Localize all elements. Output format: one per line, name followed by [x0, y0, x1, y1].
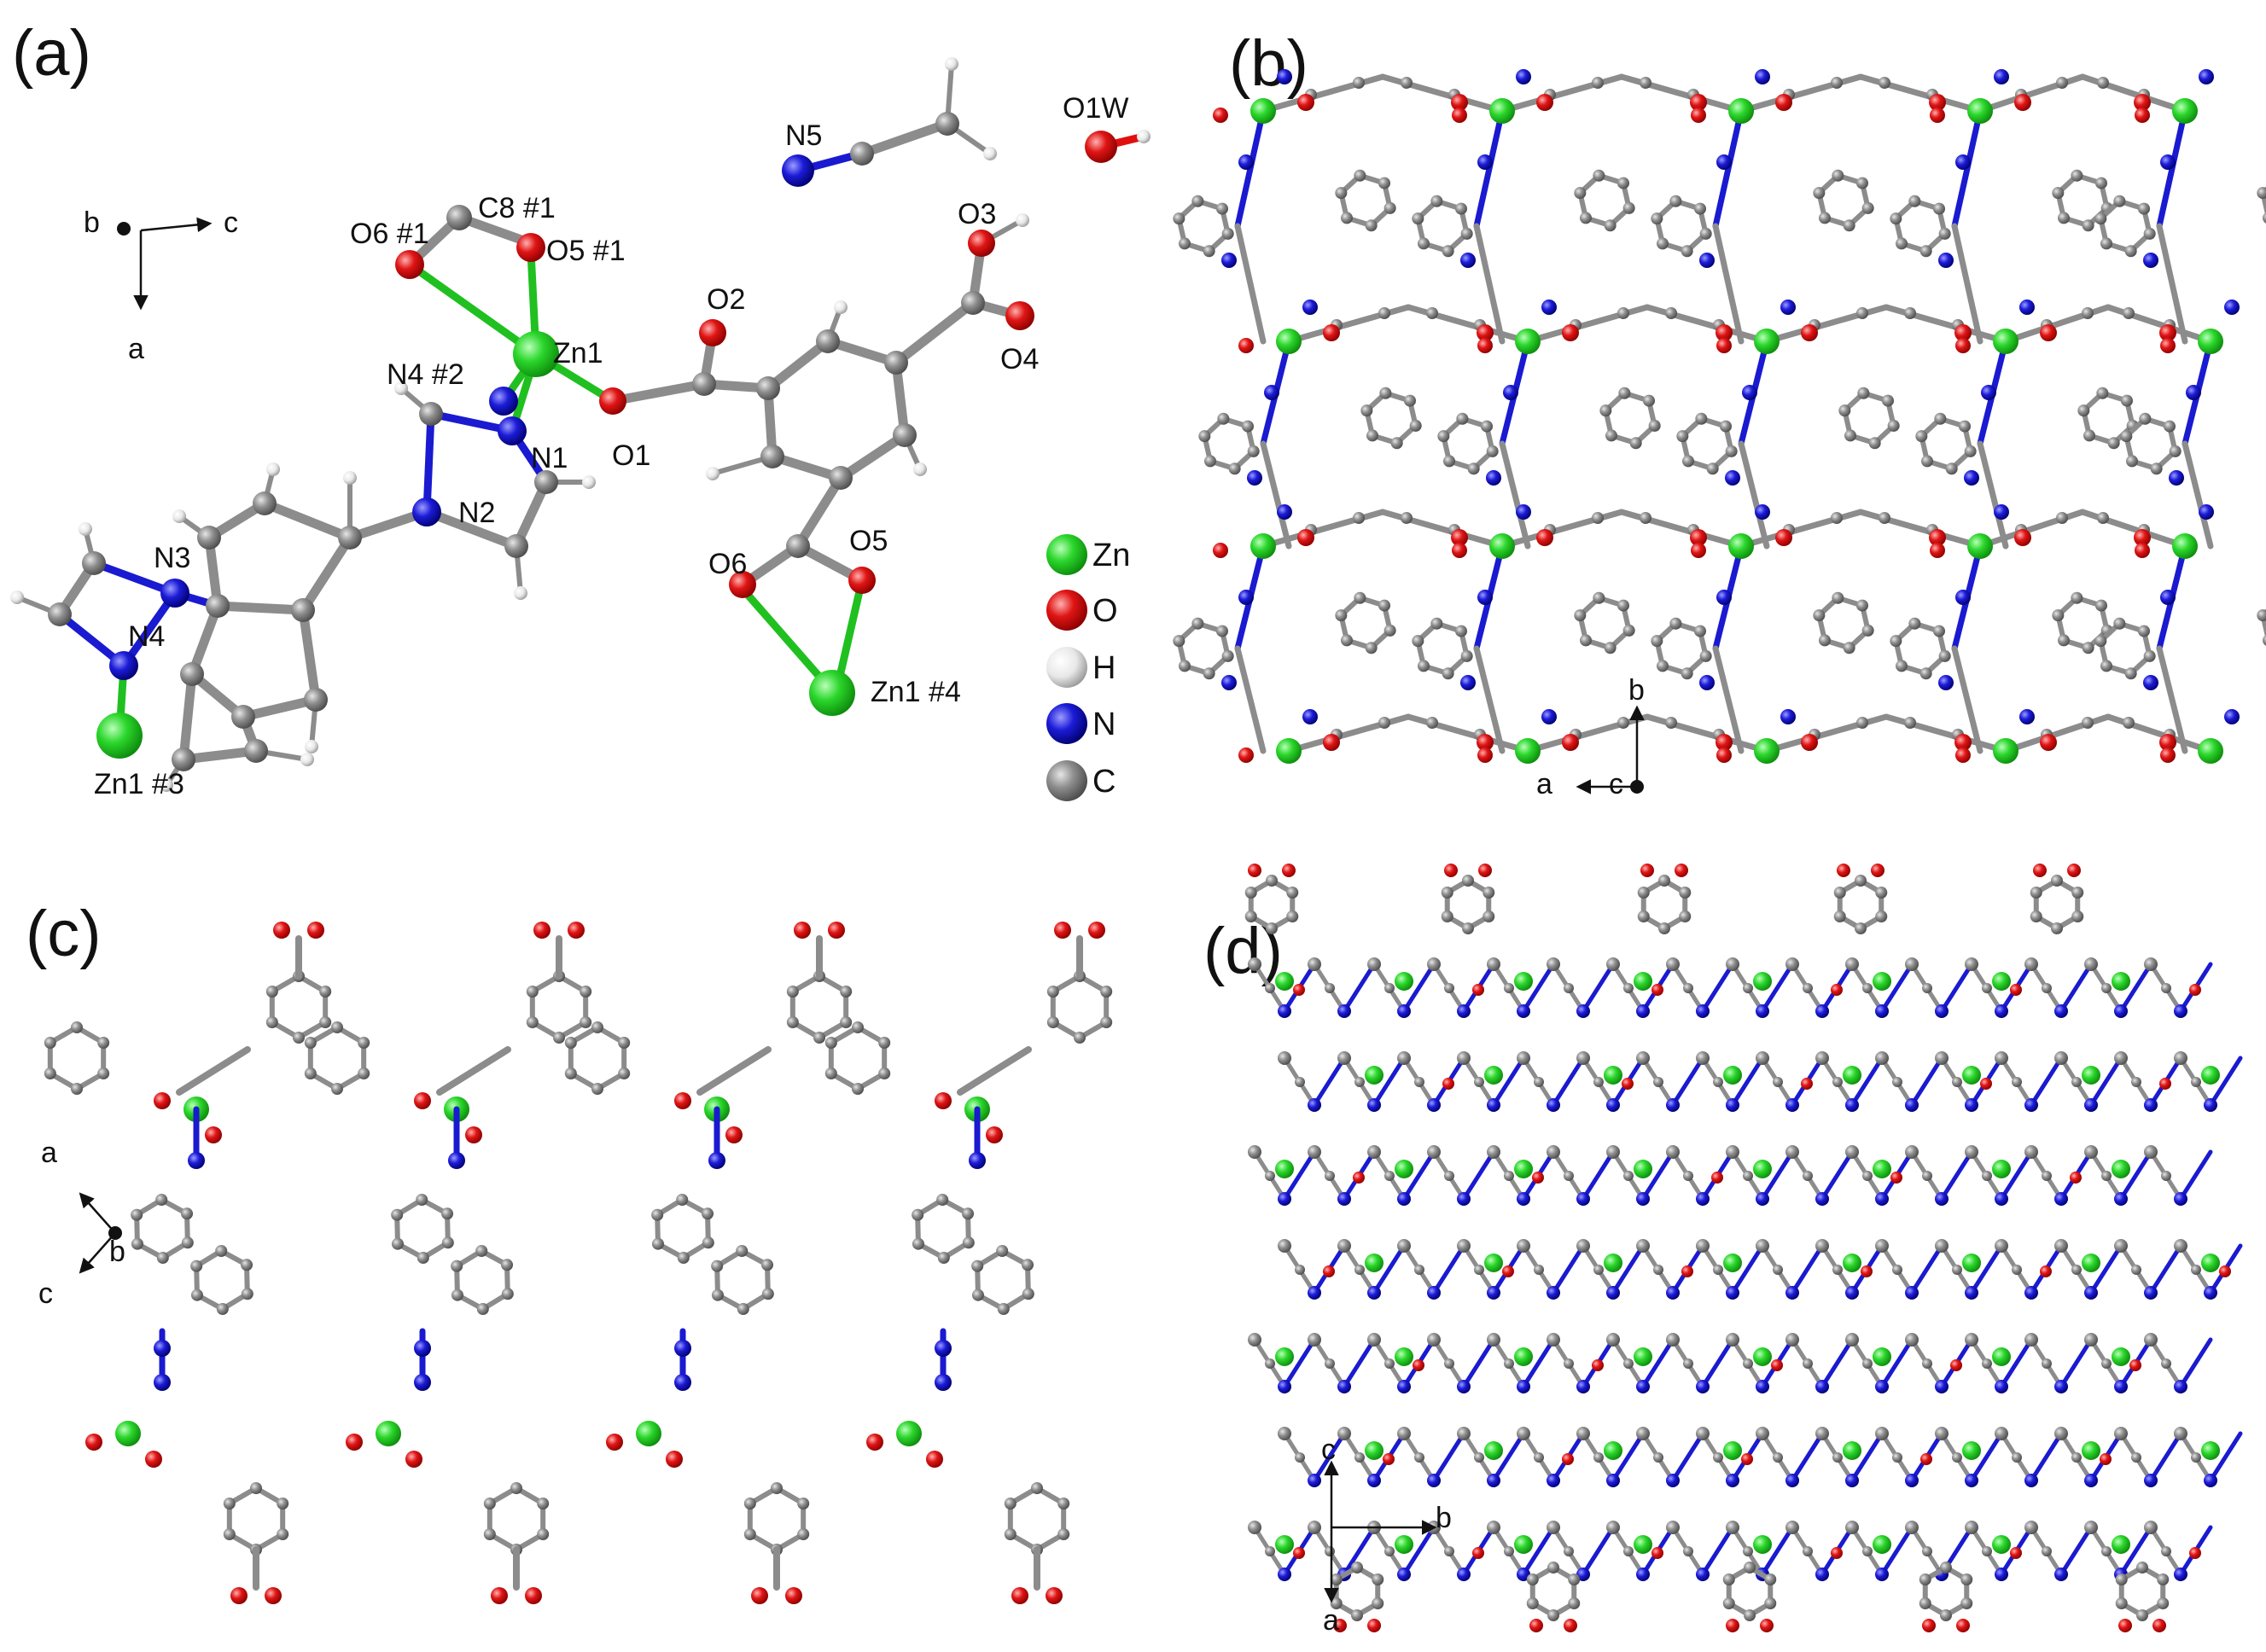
- label-n5: N5: [785, 119, 822, 152]
- label-o5-1: O5 #1: [546, 235, 626, 267]
- label-zn1-3: Zn1 #3: [94, 768, 184, 800]
- label-n4-2: N4 #2: [387, 358, 464, 391]
- panel-c-framework: [44, 922, 1113, 1604]
- panel-b-axes: b a c: [1536, 674, 1645, 800]
- panel-c-axis-a: a: [41, 1137, 57, 1169]
- panel-d-axes: c b a: [1321, 1434, 1452, 1637]
- panel-a-axis-a: a: [128, 333, 144, 365]
- panel-d-framework: [1244, 864, 2243, 1632]
- label-o3: O3: [958, 198, 996, 230]
- legend-o-swatch: [1046, 590, 1087, 631]
- legend-o-label: O: [1092, 593, 1118, 629]
- legend-c-swatch: [1046, 760, 1087, 801]
- label-n4: N4: [128, 620, 165, 653]
- panel-b: (b) b a c: [1173, 27, 2266, 800]
- label-n2: N2: [458, 497, 495, 529]
- panel-c: (c) a b c: [26, 898, 1113, 1604]
- panel-a-label: (a): [12, 17, 91, 90]
- panel-b-label: (b): [1229, 27, 1308, 100]
- label-o6: O6: [708, 548, 747, 580]
- atom-zn1-4: [809, 670, 855, 716]
- panel-d-axis-c: c: [1321, 1434, 1336, 1466]
- label-c8-1: C8 #1: [478, 192, 556, 224]
- panel-c-axis-b: b: [109, 1236, 125, 1268]
- panel-c-label: (c): [26, 898, 102, 970]
- legend-zn-swatch: [1046, 534, 1087, 575]
- panel-b-framework: [1173, 69, 2266, 764]
- legend-n-swatch: [1046, 703, 1087, 744]
- panel-a: (a) b c a: [10, 17, 1150, 801]
- panel-b-axis-a: a: [1536, 768, 1552, 800]
- panel-d-axis-a: a: [1323, 1604, 1339, 1637]
- label-o4: O4: [1000, 343, 1039, 375]
- panel-b-axis-c: c: [1609, 768, 1623, 800]
- panel-c-axis-c: c: [38, 1277, 53, 1310]
- legend-n-label: N: [1092, 707, 1116, 742]
- panel-d-axis-b: b: [1436, 1502, 1452, 1534]
- label-o6-1: O6 #1: [350, 218, 429, 250]
- label-o1: O1: [612, 439, 650, 472]
- label-o5: O5: [849, 525, 888, 557]
- label-o1w: O1W: [1063, 92, 1128, 125]
- legend-h-swatch: [1046, 647, 1087, 688]
- label-zn1: Zn1: [553, 337, 603, 369]
- legend-zn-label: Zn: [1092, 538, 1130, 573]
- panel-a-axis-c: c: [224, 206, 238, 239]
- panel-a-legend: Zn O H N C: [1046, 534, 1130, 801]
- panel-d: (d) c b a: [1203, 864, 2243, 1637]
- label-n3: N3: [154, 542, 190, 574]
- label-n1: N1: [531, 442, 568, 474]
- panel-c-axes: a b c: [38, 1137, 125, 1310]
- legend-h-label: H: [1092, 650, 1116, 686]
- panel-b-axis-b: b: [1628, 674, 1645, 707]
- panel-a-axes: b c a: [84, 206, 238, 365]
- atom-zn1: [513, 331, 559, 377]
- panel-a-atoms: [10, 57, 1150, 792]
- panel-a-axis-b: b: [84, 206, 100, 239]
- label-zn1-4: Zn1 #4: [871, 676, 961, 708]
- atom-zn1-3: [96, 713, 143, 759]
- panel-a-atom-labels: N5 O1W O6 #1 C8 #1 O5 #1 O3 O2 Zn1 O4 N4…: [94, 92, 1128, 800]
- legend-c-label: C: [1092, 764, 1116, 800]
- label-o2: O2: [707, 283, 745, 316]
